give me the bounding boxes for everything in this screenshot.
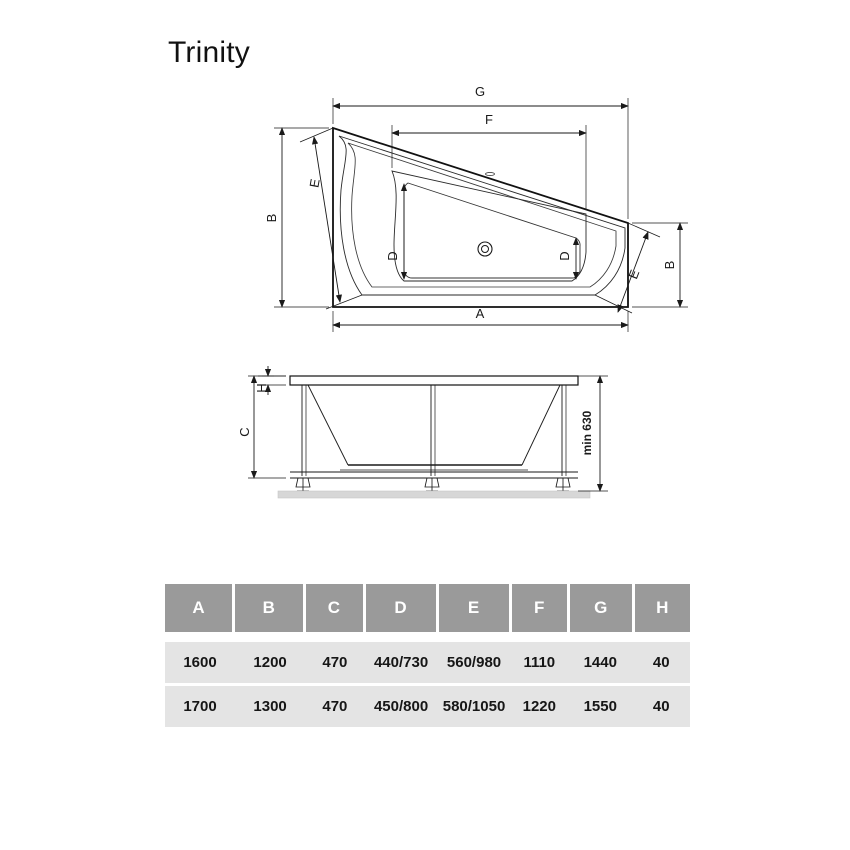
tub-rim-outline: [338, 135, 626, 296]
dimension-label-min-height: min 630: [580, 410, 594, 455]
tub-wall-left: [307, 384, 349, 466]
dimension-label-d-right: D: [557, 251, 572, 260]
table-cell-e: 580/1050: [442, 698, 506, 715]
table-cell-d: 440/730: [373, 654, 429, 671]
table-header-row: A B C D E F G H: [165, 584, 691, 632]
dimension-label-d-left: D: [385, 251, 400, 260]
table-cell-g: 1440: [583, 654, 617, 671]
table-cell-h: 40: [652, 654, 670, 671]
table-header-h: H: [634, 584, 691, 632]
dimension-label-b-left: B: [264, 214, 279, 223]
dimension-label-f: F: [485, 112, 493, 127]
tub-rim-inner-line: [347, 142, 617, 288]
table-cell-h: 40: [652, 698, 670, 715]
dimension-label-a: A: [476, 306, 485, 321]
specification-table: A B C D E F G H 1600 1200 470 440/730 56…: [165, 584, 691, 727]
table-header-c: C: [305, 584, 363, 632]
dimension-label-h: H: [254, 383, 269, 392]
tub-rim-slab: [289, 375, 579, 386]
tub-wall-right: [521, 384, 561, 466]
tub-outer-outline: [332, 126, 629, 308]
table-cell-e: 560/980: [446, 654, 502, 671]
drain-icon: [477, 241, 493, 257]
table-cell-f: 1220: [522, 698, 556, 715]
dimension-label-g: G: [475, 84, 485, 99]
overflow-icon: [485, 171, 495, 177]
table-row: 1700 1300 470 450/800 580/1050 1220 1550…: [165, 683, 690, 727]
table-cell-c: 470: [322, 698, 348, 715]
adjustable-foot-center: [424, 477, 440, 492]
table-cell-d: 450/800: [373, 698, 429, 715]
floor-reference-line: [277, 490, 591, 499]
bathtub-side-view: H C min 630: [240, 366, 608, 499]
dimension-line-e-left: [312, 136, 342, 303]
bathtub-top-view: G F A B B E E D D: [264, 84, 688, 332]
table-cell-b: 1200: [253, 654, 287, 671]
table-header-g: G: [570, 584, 632, 632]
table-cell-a: 1700: [183, 698, 217, 715]
table-row: 1600 1200 470 440/730 560/980 1110 1440 …: [165, 642, 690, 683]
table-header-f: F: [511, 584, 567, 632]
dimension-line-e-right: [617, 231, 649, 313]
table-cell-c: 470: [322, 654, 348, 671]
adjustable-foot-right: [555, 477, 571, 492]
table-body: 1600 1200 470 440/730 560/980 1110 1440 …: [165, 642, 690, 727]
table-header-d: D: [365, 584, 436, 632]
dimension-label-b-right: B: [662, 261, 677, 270]
table-cell-a: 1600: [183, 654, 217, 671]
table-header-a: A: [165, 584, 233, 632]
table-cell-g: 1550: [583, 698, 617, 715]
dimension-label-e-left: E: [306, 177, 322, 188]
table-header-b: B: [235, 584, 303, 632]
tub-basin-floor: [403, 182, 581, 279]
table-cell-f: 1110: [523, 654, 556, 671]
tub-basin-outline: [391, 170, 587, 282]
table-header-e: E: [438, 584, 509, 632]
dimension-label-c: C: [240, 427, 252, 436]
table-cell-b: 1300: [253, 698, 287, 715]
page-title: Trinity: [168, 36, 250, 69]
drain-inner-icon: [481, 245, 489, 253]
adjustable-foot-left: [295, 477, 311, 492]
